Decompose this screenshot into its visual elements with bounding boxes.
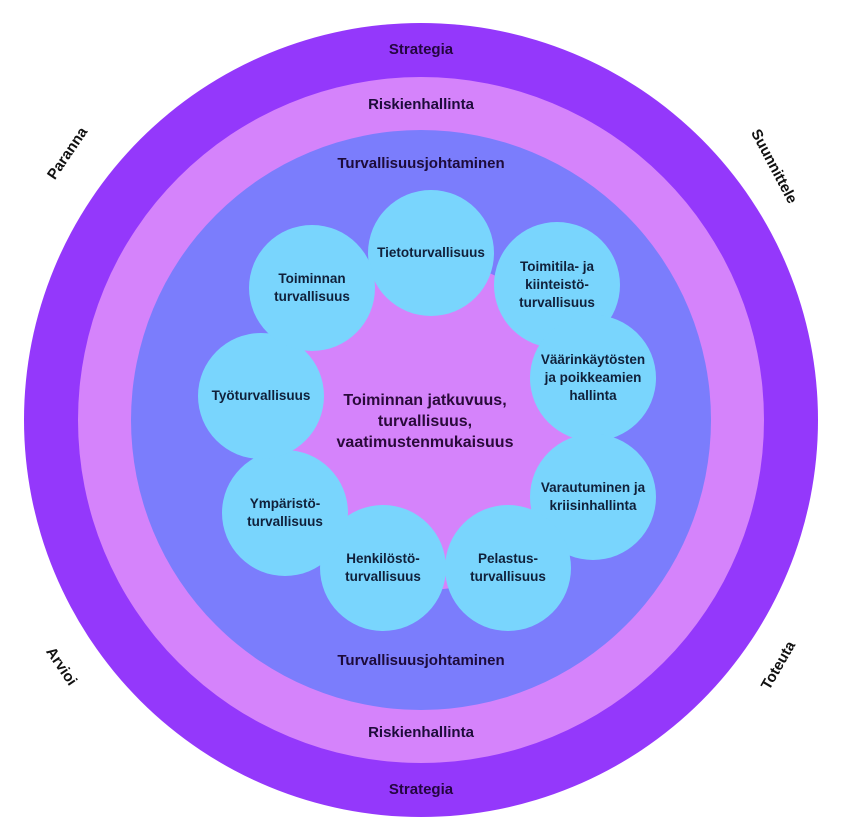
bubble-rescue-safety: Pelastus- turvallisuus <box>445 505 571 631</box>
bubble-occupational-safety: Työturvallisuus <box>198 333 324 459</box>
security-management-label-bottom: Turvallisuusjohtaminen <box>337 652 505 669</box>
strategy-label-top: Strategia <box>388 41 454 58</box>
cycle-label-improve: Paranna <box>44 124 92 183</box>
risk-management-label-bottom: Riskienhallinta <box>368 724 474 741</box>
risk-management-label-top: Riskienhallinta <box>368 96 474 113</box>
bubble-misconduct-management: Väärinkäytösten ja poikkeamien hallinta <box>530 315 656 441</box>
bubble-environmental-safety: Ympäristö- turvallisuus <box>222 450 348 576</box>
security-management-label-top: Turvallisuusjohtaminen <box>337 155 505 172</box>
center-text: Toiminnan jatkuvuus, turvallisuus, vaati… <box>336 392 514 451</box>
bubble-information-security: Tietoturvallisuus <box>368 190 494 316</box>
bubble-operational-security: Toiminnan turvallisuus <box>249 225 375 351</box>
strategy-label-bottom: Strategia <box>388 781 454 798</box>
